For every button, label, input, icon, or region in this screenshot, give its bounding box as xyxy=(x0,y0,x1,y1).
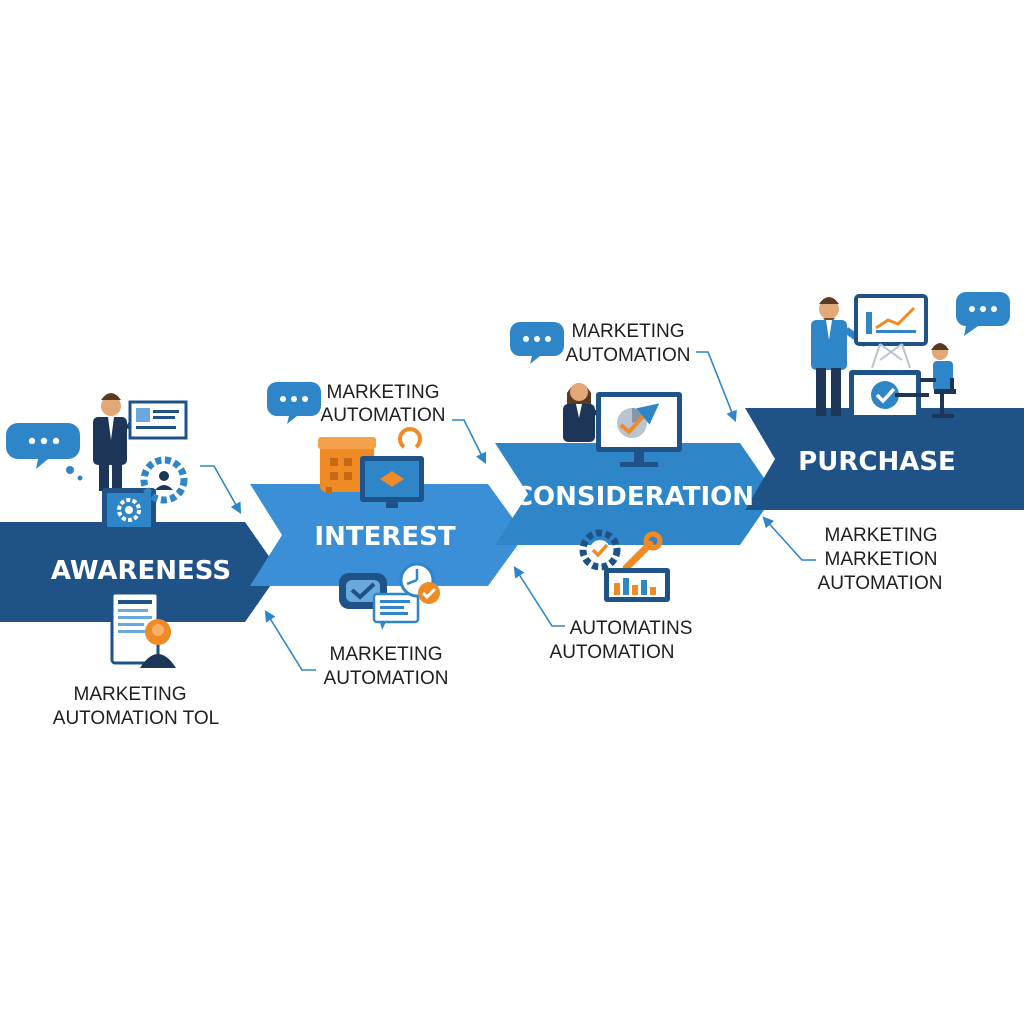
speech-bubble-icon xyxy=(510,322,564,364)
stage-title-awareness: AWARENESS xyxy=(51,556,231,586)
interest-band xyxy=(250,484,525,586)
stage-title-interest: INTEREST xyxy=(314,522,455,552)
monitor-gear-icon xyxy=(102,488,156,540)
connector-arrow xyxy=(200,465,242,514)
connector-arrow xyxy=(452,419,487,465)
desk-worker-icon xyxy=(895,343,956,418)
speech-bubble-icon xyxy=(6,423,83,481)
label-interest-bottom-2: AUTOMATION xyxy=(324,668,449,689)
label-awareness-bottom-1: MARKETING xyxy=(74,684,187,705)
label-interest-top-1: MARKETING xyxy=(327,382,440,403)
label-consideration-bottom-2: AUTOMATION xyxy=(550,642,675,663)
document-user-icon xyxy=(110,591,176,668)
clock-check-icon xyxy=(399,562,440,604)
connector-arrow xyxy=(696,351,737,423)
label-consideration-top-1: MARKETING xyxy=(572,321,685,342)
presentation-board-icon xyxy=(128,400,188,440)
label-consideration-bottom-1: AUTOMATINS xyxy=(570,618,693,639)
purchase-band xyxy=(745,408,1024,510)
connector-arrow xyxy=(762,516,816,561)
consideration-band xyxy=(495,443,775,545)
gear-check-icon xyxy=(579,529,621,571)
speech-bubble-icon xyxy=(267,382,321,424)
monitor-chart-icon xyxy=(596,392,682,467)
speech-bubble-icon xyxy=(956,292,1010,336)
label-interest-top-2: AUTOMATION xyxy=(321,405,446,426)
label-purchase-bottom-1: MARKETING xyxy=(825,525,938,546)
stage-title-purchase: PURCHASE xyxy=(798,447,956,477)
awareness-band xyxy=(0,522,280,622)
label-awareness-bottom-2: AUTOMATION TOL xyxy=(53,708,219,729)
gear-user-icon xyxy=(140,456,188,504)
connector-arrow xyxy=(264,610,316,671)
stage-title-consideration: CONSIDERATION xyxy=(514,482,754,512)
message-check-icon xyxy=(339,573,420,630)
label-purchase-bottom-2: MARKETION xyxy=(825,549,938,570)
connector-arrow xyxy=(513,566,565,627)
monitor-icon xyxy=(360,427,424,508)
wrench-icon xyxy=(622,531,663,572)
bar-chart-icon xyxy=(604,568,670,602)
label-purchase-bottom-3: AUTOMATION xyxy=(818,573,943,594)
label-consideration-top-2: AUTOMATION xyxy=(566,345,691,366)
line-chart-board-icon xyxy=(854,294,928,369)
label-interest-bottom-1: MARKETING xyxy=(330,644,443,665)
